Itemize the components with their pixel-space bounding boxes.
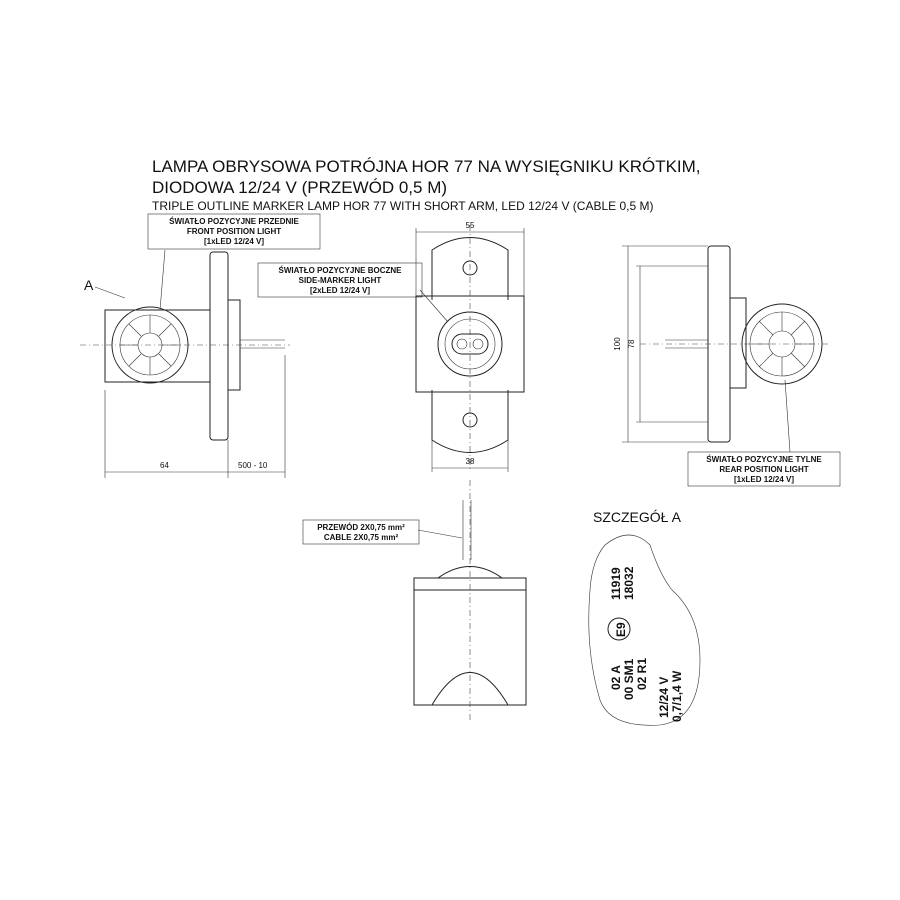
side-view: 55 38	[415, 221, 525, 472]
rear-view: 100 78	[613, 245, 830, 453]
svg-text:02 A: 02 A	[609, 665, 623, 690]
title-english: TRIPLE OUTLINE MARKER LAMP HOR 77 WITH S…	[152, 199, 653, 213]
front-view: A 64 500 - 10	[80, 249, 290, 478]
dim-height-inner: 78	[627, 339, 636, 348]
svg-text:02 R1: 02 R1	[635, 658, 649, 690]
dim-height-total: 100	[613, 337, 622, 351]
svg-text:11919: 11919	[609, 567, 623, 600]
svg-text:[1xLED 12/24 V]: [1xLED 12/24 V]	[204, 237, 264, 246]
dim-cable-length: 500 - 10	[238, 461, 268, 470]
detail-title: SZCZEGÓŁ A	[593, 509, 682, 525]
title-line-1: LAMPA OBRYSOWA POTRÓJNA HOR 77 NA WYSIĘG…	[152, 157, 701, 176]
dim-width-top: 55	[466, 221, 475, 230]
dim-depth: 64	[160, 461, 169, 470]
detail-a: SZCZEGÓŁ A 11919 18032 E9 02 A 00 SM1 02…	[588, 509, 701, 726]
cable-label-box: PRZEWÓD 2X0,75 mm² CABLE 2X0,75 mm²	[302, 519, 420, 545]
svg-text:[1xLED 12/24 V]: [1xLED 12/24 V]	[734, 475, 794, 484]
svg-text:SIDE-MARKER LIGHT: SIDE-MARKER LIGHT	[299, 276, 382, 285]
dim-width-bottom: 38	[466, 457, 475, 466]
svg-text:E9: E9	[614, 622, 628, 637]
svg-text:REAR POSITION LIGHT: REAR POSITION LIGHT	[719, 465, 808, 474]
title-line-2: DIODOWA 12/24 V (PRZEWÓD 0,5 M)	[152, 178, 447, 197]
rear-label-box: ŚWIATŁO POZYCYJNE TYLNE REAR POSITION LI…	[687, 451, 841, 487]
svg-text:CABLE 2X0,75 mm²: CABLE 2X0,75 mm²	[324, 533, 399, 542]
side-label-box: ŚWIATŁO POZYCYJNE BOCZNE SIDE-MARKER LIG…	[257, 262, 423, 298]
svg-text:0,7/1,4 W: 0,7/1,4 W	[670, 670, 684, 722]
svg-text:18032: 18032	[622, 566, 636, 600]
svg-text:FRONT POSITION LIGHT: FRONT POSITION LIGHT	[187, 227, 281, 236]
bottom-view	[413, 480, 527, 720]
svg-text:PRZEWÓD 2X0,75 mm²: PRZEWÓD 2X0,75 mm²	[317, 523, 405, 532]
svg-text:00 SM1: 00 SM1	[622, 658, 636, 700]
svg-text:12/24 V: 12/24 V	[657, 677, 671, 718]
detail-ref-label: A	[84, 277, 94, 293]
svg-text:ŚWIATŁO POZYCYJNE BOCZNE: ŚWIATŁO POZYCYJNE BOCZNE	[279, 266, 403, 275]
svg-text:ŚWIATŁO POZYCYJNE TYLNE: ŚWIATŁO POZYCYJNE TYLNE	[706, 455, 822, 464]
front-label-box: ŚWIATŁO POZYCYJNE PRZEDNIE FRONT POSITIO…	[147, 213, 321, 250]
svg-text:ŚWIATŁO POZYCYJNE PRZEDNIE: ŚWIATŁO POZYCYJNE PRZEDNIE	[169, 217, 299, 226]
svg-text:[2xLED 12/24 V]: [2xLED 12/24 V]	[310, 286, 370, 295]
